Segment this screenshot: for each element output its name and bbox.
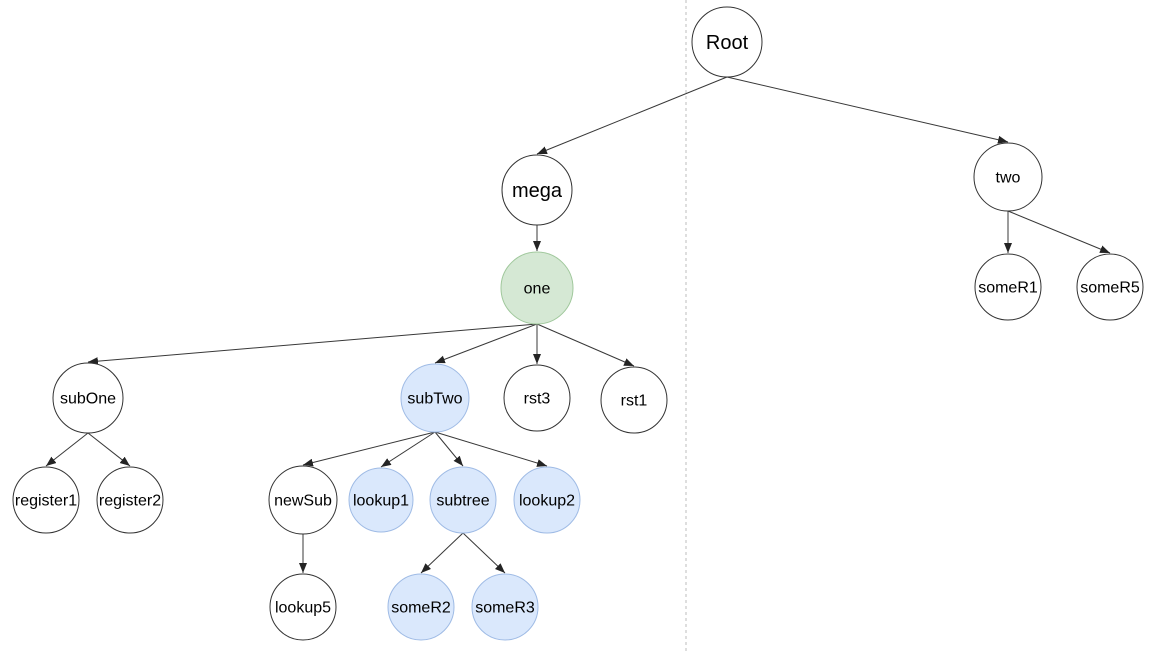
edge-subTwo-lookup1: [380, 431, 436, 468]
node-register1[interactable]: register1: [12, 466, 80, 534]
node-two[interactable]: two: [973, 142, 1043, 212]
node-subOne[interactable]: subOne: [52, 362, 124, 434]
node-mega[interactable]: mega: [501, 154, 573, 226]
node-one[interactable]: one: [500, 251, 574, 325]
node-circle-subtree: [429, 466, 497, 534]
node-rst3[interactable]: rst3: [503, 364, 571, 432]
edge-subOne-register2: [87, 432, 131, 467]
node-newSub[interactable]: newSub: [268, 465, 338, 535]
node-circle-lookup2: [513, 466, 581, 534]
node-someR5[interactable]: someR5: [1076, 253, 1144, 321]
edge-subTwo-newSub: [302, 431, 436, 467]
edge-root-mega: [536, 76, 728, 155]
node-circle-someR5: [1076, 253, 1144, 321]
node-circle-lookup5: [269, 573, 337, 641]
node-circle-mega: [501, 154, 573, 226]
node-circle-rst3: [503, 364, 571, 432]
node-circle-newSub: [268, 465, 338, 535]
node-lookup5[interactable]: lookup5: [269, 573, 337, 641]
node-lookup2[interactable]: lookup2: [513, 466, 581, 534]
node-lookup1[interactable]: lookup1: [348, 467, 414, 533]
edge-one-subOne: [87, 323, 538, 366]
edge-two-someR5: [1007, 210, 1111, 254]
node-circle-register2: [96, 466, 164, 534]
node-circle-someR2: [387, 573, 455, 641]
node-circle-one: [500, 251, 574, 325]
edge-subTwo-lookup2: [434, 431, 548, 467]
node-circle-subOne: [52, 362, 124, 434]
node-circle-lookup1: [348, 467, 414, 533]
edge-one-subTwo: [434, 323, 538, 364]
node-circle-someR1: [974, 253, 1042, 321]
edge-subTwo-subtree: [434, 431, 464, 467]
node-circle-root: [691, 6, 763, 78]
edge-subtree-someR2: [420, 532, 464, 574]
node-someR1[interactable]: someR1: [974, 253, 1042, 321]
edge-subOne-register1: [45, 432, 89, 467]
node-rst1[interactable]: rst1: [600, 366, 668, 434]
node-someR3[interactable]: someR3: [471, 573, 539, 641]
edge-root-two: [726, 76, 1009, 144]
node-circle-someR3: [471, 573, 539, 641]
node-circle-two: [973, 142, 1043, 212]
node-circle-register1: [12, 466, 80, 534]
node-circle-rst1: [600, 366, 668, 434]
node-someR2[interactable]: someR2: [387, 573, 455, 641]
node-subTwo[interactable]: subTwo: [400, 363, 470, 433]
edge-subtree-someR3: [462, 532, 506, 574]
node-subtree[interactable]: subtree: [429, 466, 497, 534]
node-register2[interactable]: register2: [96, 466, 164, 534]
node-circle-subTwo: [400, 363, 470, 433]
edge-one-rst1: [536, 323, 635, 367]
node-root[interactable]: Root: [691, 6, 763, 78]
